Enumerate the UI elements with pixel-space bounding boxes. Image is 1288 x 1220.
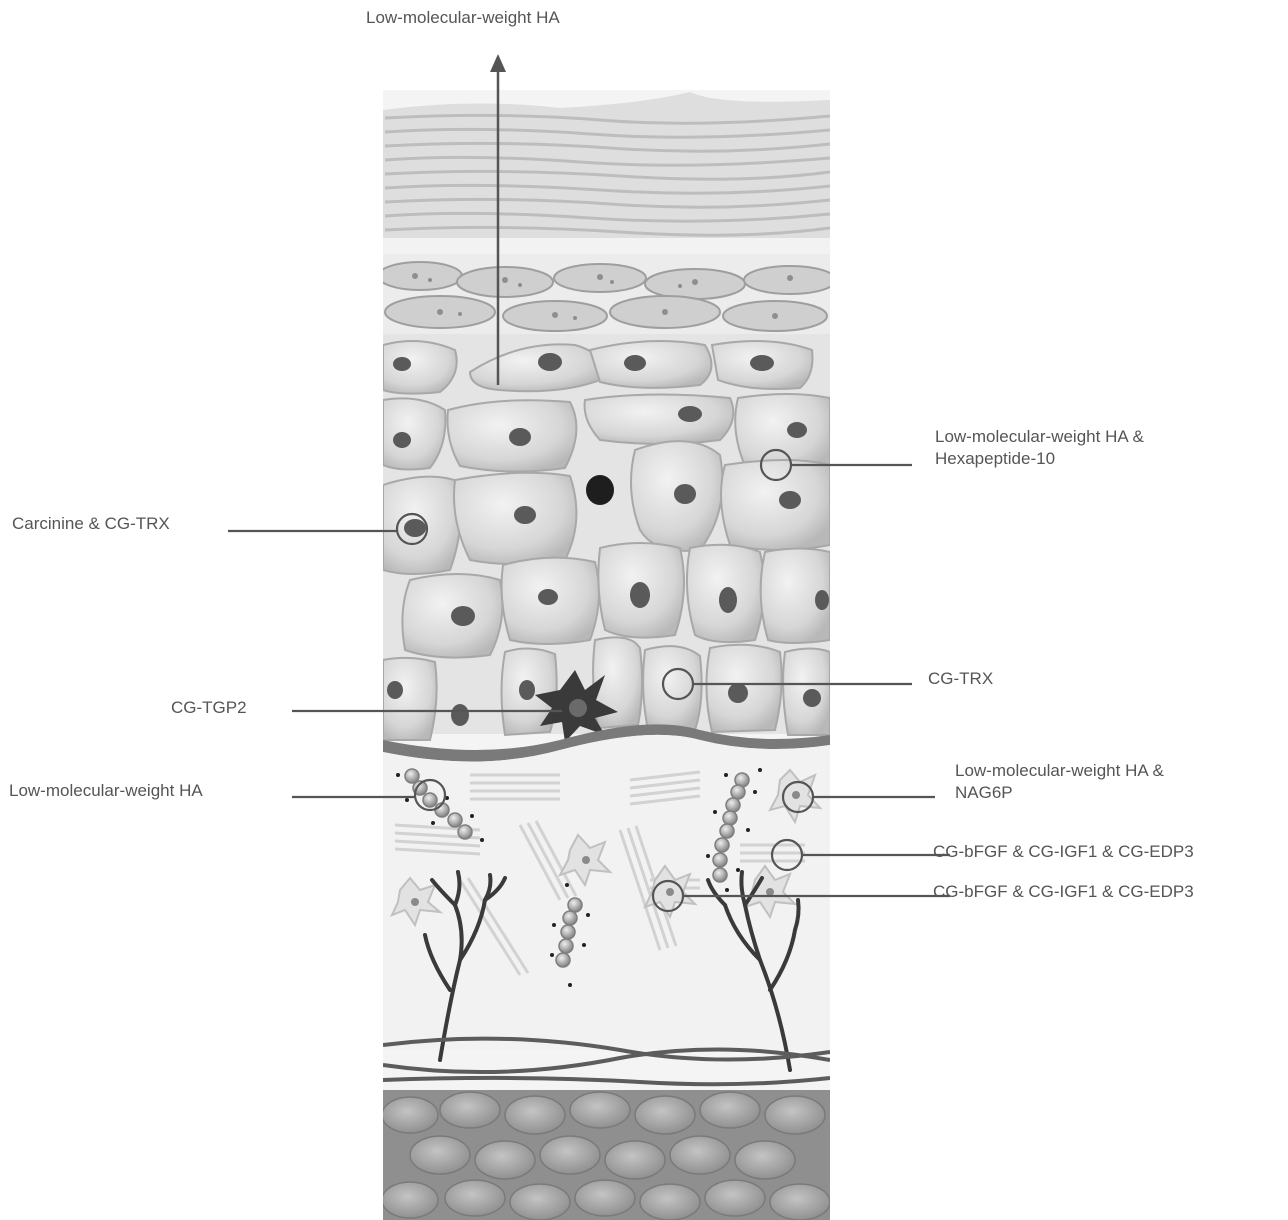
- label-nag6p-line-1: Low-molecular-weight HA &: [955, 760, 1164, 782]
- label-nag6p-line-2: NAG6P: [955, 782, 1164, 804]
- stratum-granulosum: [378, 254, 836, 334]
- label-lmw-ha: Low-molecular-weight HA: [9, 780, 203, 802]
- label-nag6p: Low-molecular-weight HA & NAG6P: [955, 760, 1164, 804]
- label-tgp2: CG-TGP2: [171, 697, 247, 719]
- label-trx: CG-TRX: [928, 668, 993, 690]
- stratum-spinosum: [383, 334, 830, 740]
- label-growth-factors-2: CG-bFGF & CG-IGF1 & CG-EDP3: [933, 881, 1194, 903]
- label-carcinine: Carcinine & CG-TRX: [12, 513, 170, 535]
- hypodermis: [382, 1090, 830, 1220]
- skin-cross-section: [378, 90, 836, 1220]
- label-hexapeptide: Low-molecular-weight HA & Hexapeptide-10: [935, 426, 1144, 470]
- dermis: [383, 735, 830, 1084]
- stratum-corneum: [383, 92, 830, 254]
- label-top-arrow: Low-molecular-weight HA: [366, 7, 560, 29]
- label-hexapeptide-line-1: Low-molecular-weight HA &: [935, 426, 1144, 448]
- label-growth-factors-1: CG-bFGF & CG-IGF1 & CG-EDP3: [933, 841, 1194, 863]
- label-hexapeptide-line-2: Hexapeptide-10: [935, 448, 1144, 470]
